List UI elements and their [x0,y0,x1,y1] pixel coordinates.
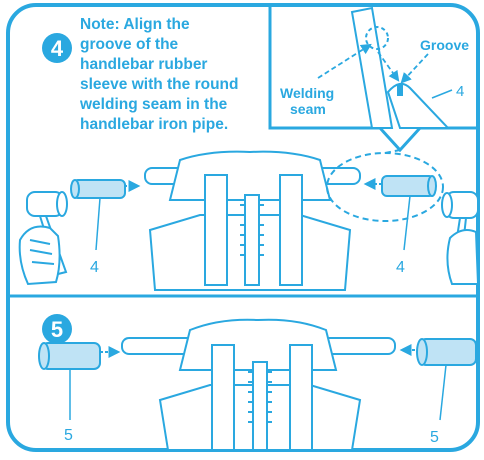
scooter-front-step4 [144,150,361,291]
grip-left-leader [95,197,101,251]
grip-left-body [72,179,126,199]
hand-right [446,229,480,285]
grip-right-step5-leader [439,364,447,421]
body-top-step4 [168,150,332,201]
inset-groove [397,84,403,96]
note-line-4: sleeve with the round [80,76,238,93]
callout-left-step5: 5 [64,427,73,444]
grip-right-end [427,175,437,197]
column-right-step4 [279,174,303,286]
step-4-note: Note: Align the groove of the handlebar … [79,16,238,133]
step-4-badge [42,33,72,63]
step-5-number: 5 [51,317,63,342]
inset-pointer [384,149,401,154]
grip-left-step5: 5 [38,342,121,444]
seam-label: seam [290,101,326,117]
grip-right-leader [403,195,411,251]
grip-right-step5-end [416,338,428,366]
column-left-step4 [204,174,228,286]
mallet-face-right [441,192,453,218]
note-line-1: Note: Align the [80,16,190,33]
inset-iron-pipe [350,6,394,129]
note-line-5: welding seam in the [79,96,228,113]
welding-arrow [317,43,372,79]
grip-right-step5-body [419,338,477,366]
detail-inset: Welding seam Groove 4 [268,6,478,153]
groove-label: Groove [420,37,469,53]
alignment-arrow [377,51,400,82]
step-4-number: 4 [51,36,64,61]
note-line-3: handlebar rubber [80,56,207,73]
note-line-6: handlebar iron pipe. [80,116,228,133]
hand-left [18,225,61,286]
spring-core-step5 [252,361,268,451]
groove-arrow [400,53,429,84]
left-hand-mallet [18,191,68,286]
inset-part-number: 4 [456,83,464,100]
scooter-front-step5 [121,318,396,451]
callout-right-step5: 5 [430,429,439,446]
grip-left-step5-body [41,342,101,370]
welding-label: Welding [280,85,334,101]
right-hand-mallet [441,191,480,285]
callout-right-step4: 4 [396,259,405,276]
mallet-face-left [56,191,68,217]
spring-core-step4 [244,194,260,286]
grip-right-step4: 4 [363,175,437,276]
step-5-badge [42,314,72,344]
welding-seam-highlight [365,26,389,50]
part-leader [431,89,453,99]
step-4: 4 Note: Align the groove of the handleba… [18,6,480,291]
step-5: 5 5 5 [38,314,477,451]
grip-left-step4: 4 [70,179,141,276]
column-left-step5 [211,344,235,451]
grip-left-step5-end [38,342,50,370]
note-line-2: groove of the [80,36,179,53]
grip-right-step5: 5 [399,338,477,446]
callout-left-step4: 4 [90,259,99,276]
column-right-step5 [289,344,313,451]
hand-left-fingers [29,239,55,265]
grip-left-end [70,179,80,199]
grip-right-body [381,175,435,197]
